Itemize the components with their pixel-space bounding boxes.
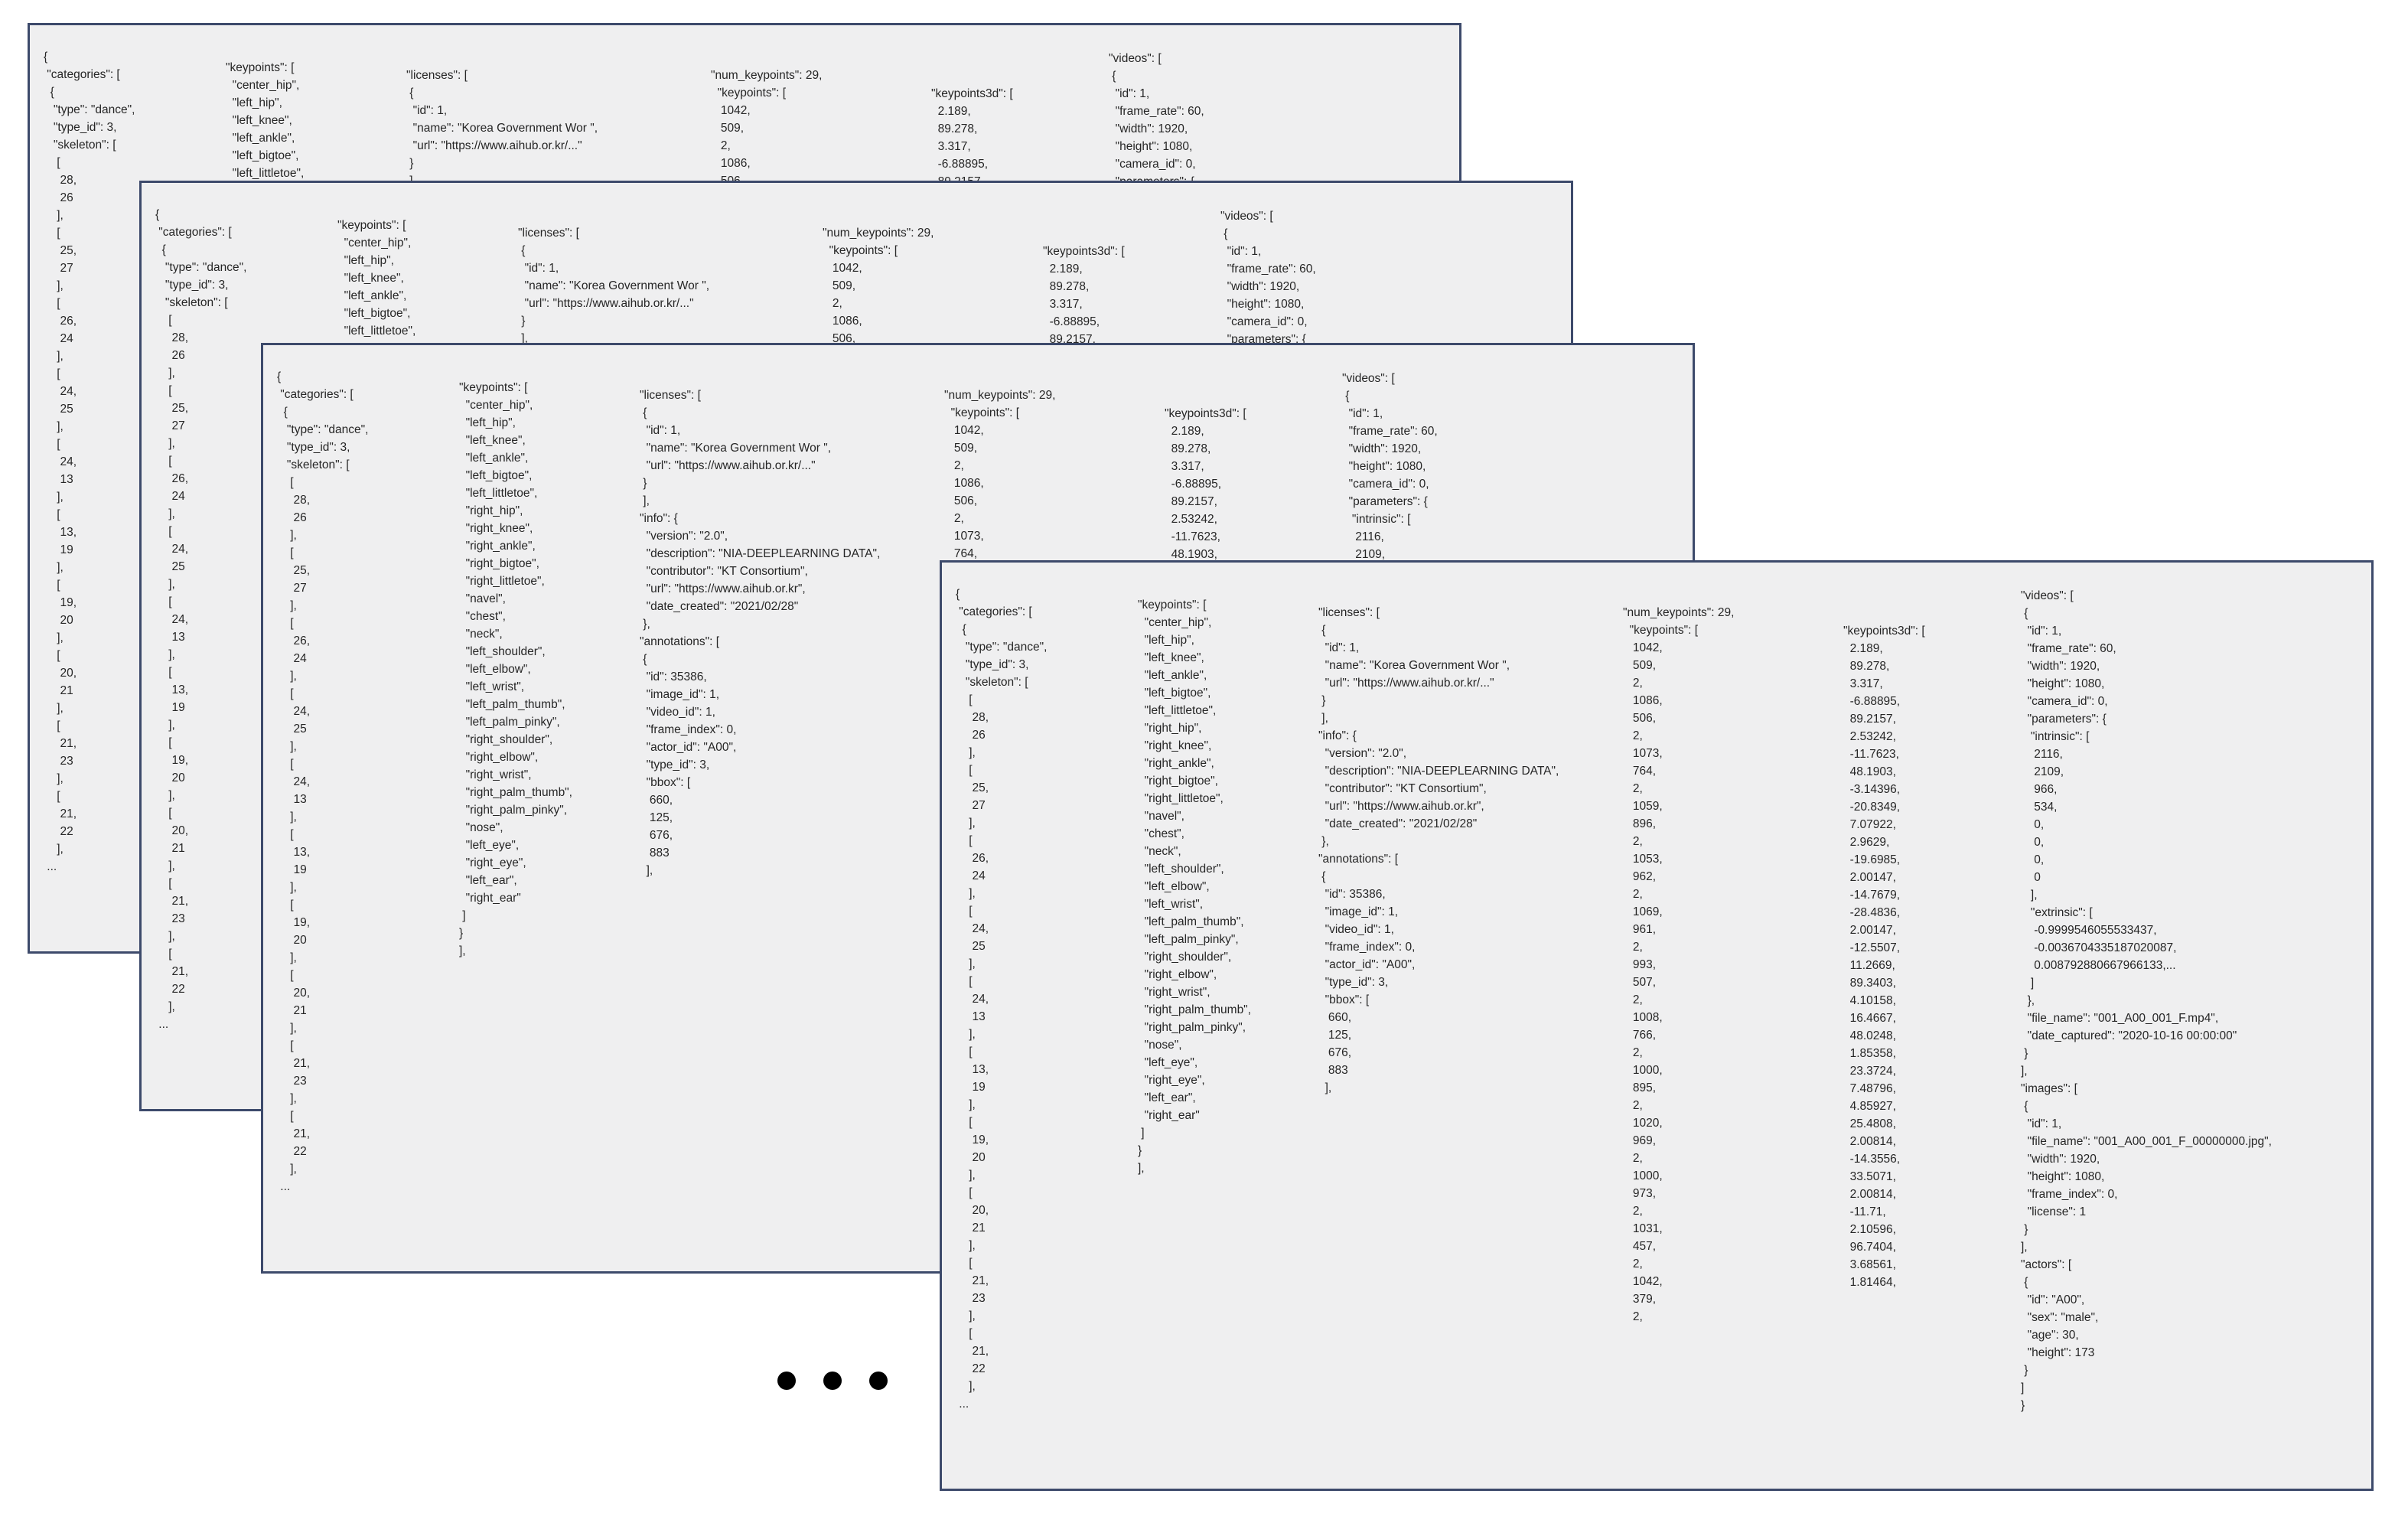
json-card-4: { "categories": [ { "type": "dance", "ty… [940, 560, 2374, 1491]
keypoints-names-column: "keypoints": [ "center_hip", "left_hip",… [459, 381, 572, 957]
dot-1 [777, 1372, 796, 1390]
ellipsis-dots [777, 1370, 907, 1393]
dot-3 [869, 1372, 888, 1390]
keypoints-values-column: "num_keypoints": 29, "keypoints": [ 1042… [823, 227, 934, 345]
keypoints-values-column: "num_keypoints": 29, "keypoints": [ 1042… [1623, 606, 1735, 1323]
dot-2 [823, 1372, 842, 1390]
licenses-column: "licenses": [ { "id": 1, "name": "Korea … [518, 227, 710, 345]
keypoints-values-column: "num_keypoints": 29, "keypoints": [ 1042… [711, 69, 823, 188]
categories-column: { "categories": [ { "type": "dance", "ty… [277, 370, 369, 1193]
keypoints3d-column: "keypoints3d": [ 2.189, 89.278, 3.317, -… [1165, 407, 1246, 561]
videos-column: "videos": [ { "id": 1, "frame_rate": 60,… [1109, 52, 1204, 188]
videos-images-actors-column: "videos": [ { "id": 1, "frame_rate": 60,… [2021, 589, 2272, 1412]
keypoints-names-column: "keypoints": [ "center_hip", "left_hip",… [1138, 599, 1251, 1175]
keypoints3d-column: "keypoints3d": [ 2.189, 89.278, 3.317, -… [1043, 245, 1125, 346]
categories-column: { "categories": [ { "type": "dance", "ty… [44, 51, 135, 873]
videos-column: "videos": [ { "id": 1, "frame_rate": 60,… [1342, 372, 1438, 561]
keypoints-names-column: "keypoints": [ "center_hip", "left_hip",… [226, 61, 305, 180]
keypoints-names-column: "keypoints": [ "center_hip", "left_hip",… [337, 219, 416, 338]
categories-column: { "categories": [ { "type": "dance", "ty… [956, 588, 1048, 1411]
videos-column: "videos": [ { "id": 1, "frame_rate": 60,… [1220, 210, 1316, 346]
licenses-column: "licenses": [ { "id": 1, "name": "Korea … [406, 69, 598, 188]
categories-column: { "categories": [ { "type": "dance", "ty… [155, 208, 247, 1031]
keypoints-values-column: "num_keypoints": 29, "keypoints": [ 1042… [944, 389, 1056, 560]
keypoints3d-column: "keypoints3d": [ 2.189, 89.278, 3.317, -… [931, 87, 1013, 188]
licenses-info-annotations-column: "licenses": [ { "id": 1, "name": "Korea … [1318, 606, 1559, 1094]
keypoints3d-column: "keypoints3d": [ 2.189, 89.278, 3.317, -… [1843, 625, 1925, 1289]
licenses-info-annotations-column: "licenses": [ { "id": 1, "name": "Korea … [640, 389, 881, 877]
